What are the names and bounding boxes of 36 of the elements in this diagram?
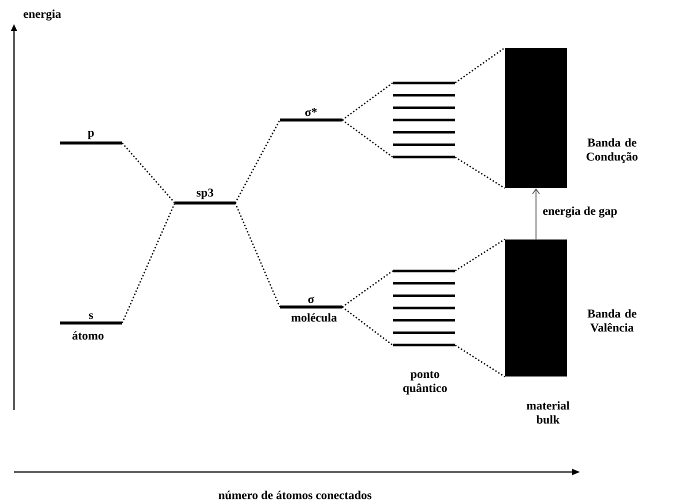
arrow <box>532 188 540 240</box>
node-label: átomo <box>72 331 104 340</box>
energy-level: σ <box>280 296 342 308</box>
energy-band <box>505 48 567 188</box>
energy-levels-drawing <box>393 270 455 346</box>
energy-level: σ* <box>280 108 342 122</box>
energy-band <box>505 240 567 376</box>
node-label: Banda de Valência <box>588 309 636 332</box>
node-label: molécula <box>291 313 337 322</box>
node-label: material bulk <box>526 401 570 424</box>
connector-line <box>234 120 280 204</box>
node-label: sp3 <box>196 188 214 200</box>
connector-line <box>454 238 506 272</box>
connector-line <box>342 306 394 346</box>
energy-level: p <box>60 130 122 144</box>
connector-line <box>342 270 394 308</box>
connector-line <box>454 156 506 189</box>
edge-label: energia de gap <box>542 206 618 218</box>
node-label: σ <box>308 296 314 304</box>
node-label: p <box>88 130 94 140</box>
node-label: ponto quântico <box>403 371 447 394</box>
energy-level: s <box>60 313 122 324</box>
connector-line <box>454 344 506 378</box>
connector-line <box>122 142 176 204</box>
node-label: σ* <box>305 108 317 116</box>
node-label: Banda de Condução <box>586 138 638 163</box>
axis-label: número de átomos conectados <box>218 490 372 500</box>
energy-level: sp3 <box>175 188 235 204</box>
connector-line <box>122 202 176 324</box>
connector-line <box>342 82 394 121</box>
connector-line <box>454 47 506 84</box>
connector-line <box>342 119 394 158</box>
axis-label: energia <box>24 10 62 20</box>
energy-levels-drawing <box>393 82 455 158</box>
connector-line <box>234 202 280 308</box>
node-label: s <box>89 313 94 320</box>
